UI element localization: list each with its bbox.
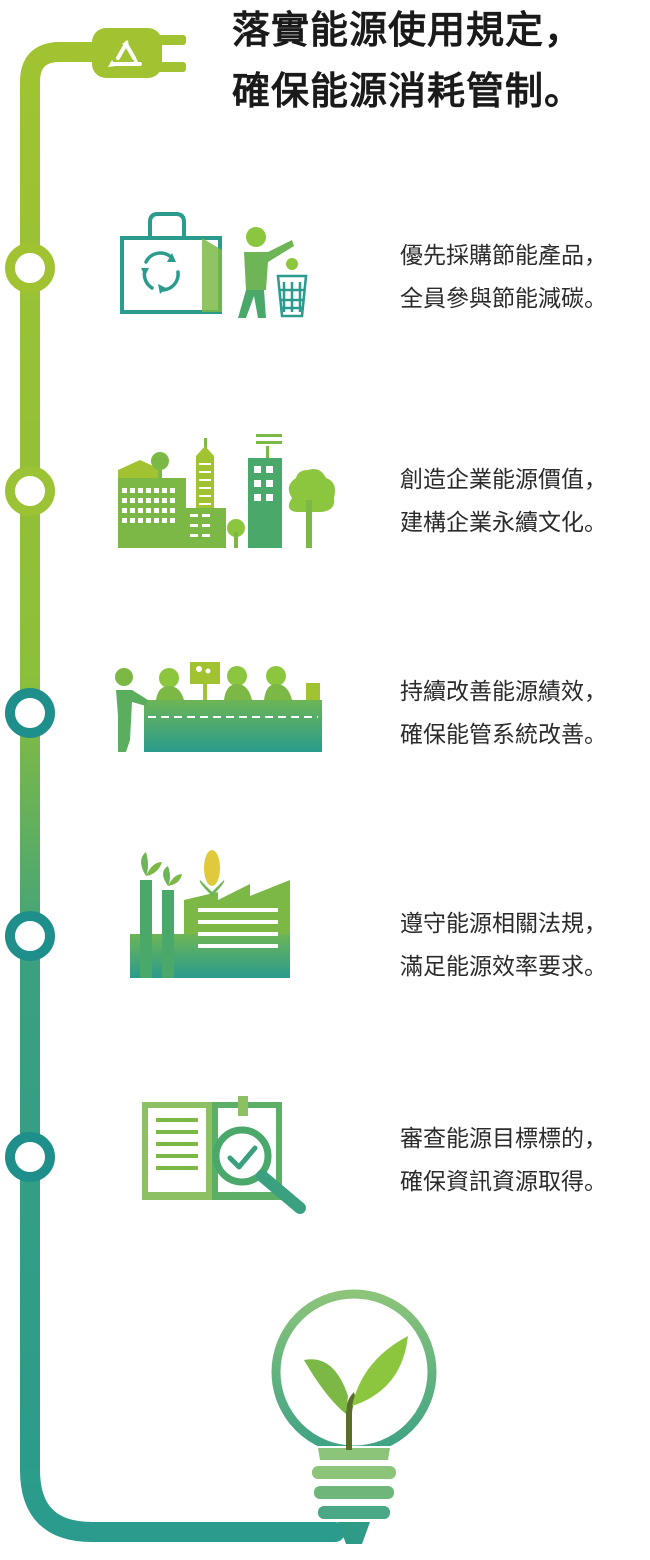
item-line-2: 滿足能源效率要求。 (400, 954, 607, 980)
page-title: 落實能源使用規定， 確保能源消耗管制。 (232, 0, 583, 122)
item-line-1: 持續改善能源績效， (400, 679, 607, 705)
timeline-item-2: 創造企業能源價值， 建構企業永續文化。 (400, 459, 607, 545)
timeline-node (5, 1132, 55, 1182)
shopping-bag-recycle-icon (120, 212, 308, 318)
green-factory-icon (130, 850, 290, 978)
timeline-node (5, 466, 55, 516)
timeline-node (5, 243, 55, 293)
timeline-line (20, 42, 345, 1542)
timeline-node (5, 688, 55, 738)
item-line-1: 遵守能源相關法規， (400, 911, 607, 937)
item-line-2: 全員參與節能減碳。 (400, 286, 607, 312)
book-magnifier-check-icon (142, 1096, 306, 1214)
timeline-item-1: 優先採購節能產品， 全員參與節能減碳。 (400, 235, 607, 321)
item-line-2: 建構企業永續文化。 (400, 510, 607, 536)
timeline-node (5, 911, 55, 961)
item-line-1: 創造企業能源價值， (400, 467, 607, 493)
item-line-1: 審查能源目標標的， (400, 1126, 607, 1152)
item-line-2: 確保能管系統改善。 (400, 722, 607, 748)
city-trees-icon (118, 434, 335, 548)
item-line-2: 確保資訊資源取得。 (400, 1169, 607, 1195)
team-workbench-icon (115, 662, 322, 752)
title-line-2: 確保能源消耗管制。 (232, 69, 584, 113)
lightbulb-sprout-icon (271, 1289, 437, 1544)
title-line-1: 落實能源使用規定， (232, 8, 584, 52)
timeline-item-5: 審查能源目標標的， 確保資訊資源取得。 (400, 1118, 607, 1204)
item-line-1: 優先採購節能產品， (400, 243, 607, 269)
plug-recycle-icon (92, 28, 186, 78)
timeline-item-3: 持續改善能源績效， 確保能管系統改善。 (400, 671, 607, 757)
timeline-item-4: 遵守能源相關法規， 滿足能源效率要求。 (400, 903, 607, 989)
